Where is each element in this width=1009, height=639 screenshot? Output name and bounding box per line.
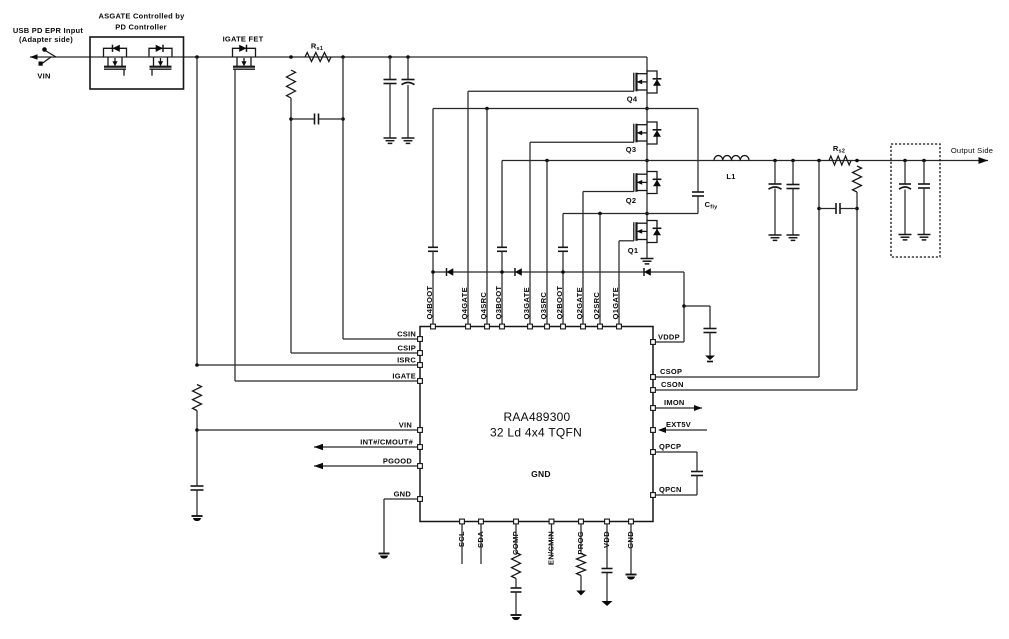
svg-text:Cfly: Cfly: [705, 200, 719, 211]
svg-text:ISRC: ISRC: [397, 356, 416, 365]
svg-text:CSIN: CSIN: [397, 330, 416, 339]
svg-text:Q4: Q4: [627, 95, 638, 104]
svg-text:IGATE: IGATE: [392, 372, 416, 381]
svg-text:GND: GND: [531, 469, 551, 479]
svg-text:EXT5V: EXT5V: [666, 420, 691, 429]
svg-text:32 Ld 4x4 TQFN: 32 Ld 4x4 TQFN: [490, 426, 582, 440]
svg-text:Q2: Q2: [626, 196, 637, 205]
svg-text:Q3GATE: Q3GATE: [522, 287, 531, 319]
svg-text:INT#/CMOUT#: INT#/CMOUT#: [360, 438, 413, 447]
svg-text:QPCP: QPCP: [659, 442, 681, 451]
svg-text:VDDP: VDDP: [658, 333, 680, 342]
svg-text:VIN: VIN: [37, 72, 50, 81]
svg-text:Q1: Q1: [628, 246, 639, 255]
svg-text:Q3: Q3: [626, 145, 637, 154]
svg-text:(Adapter side): (Adapter side): [19, 35, 73, 44]
svg-text:USB PD EPR Input: USB PD EPR Input: [13, 26, 84, 35]
svg-text:Q3SRC: Q3SRC: [539, 292, 548, 320]
svg-text:Rs1: Rs1: [311, 42, 323, 53]
svg-text:L1: L1: [726, 172, 735, 181]
svg-text:CSON: CSON: [661, 380, 684, 389]
svg-text:CSIP: CSIP: [397, 344, 416, 353]
svg-text:Q2GATE: Q2GATE: [575, 287, 584, 319]
svg-text:Rs2: Rs2: [833, 144, 845, 155]
svg-text:CSOP: CSOP: [660, 367, 682, 376]
svg-text:Q3BOOT: Q3BOOT: [494, 286, 503, 320]
svg-text:IGATE FET: IGATE FET: [223, 35, 264, 44]
svg-text:PD Controller: PD Controller: [115, 23, 167, 32]
svg-text:Q2SRC: Q2SRC: [592, 292, 601, 320]
svg-text:QPCN: QPCN: [659, 485, 682, 494]
svg-text:Q4GATE: Q4GATE: [460, 287, 469, 319]
svg-text:Q1GATE: Q1GATE: [611, 287, 620, 319]
svg-text:Q4BOOT: Q4BOOT: [425, 286, 434, 320]
svg-text:Q4SRC: Q4SRC: [479, 292, 488, 320]
svg-text:RAA489300: RAA489300: [504, 410, 571, 424]
svg-text:Output Side: Output Side: [951, 146, 993, 155]
svg-text:ASGATE Controlled by: ASGATE Controlled by: [98, 12, 185, 21]
svg-text:PGOOD: PGOOD: [383, 457, 413, 466]
svg-text:IMON: IMON: [664, 398, 685, 407]
svg-text:Q2BOOT: Q2BOOT: [555, 286, 564, 320]
svg-text:VIN: VIN: [399, 421, 412, 430]
svg-text:GND: GND: [394, 490, 412, 499]
